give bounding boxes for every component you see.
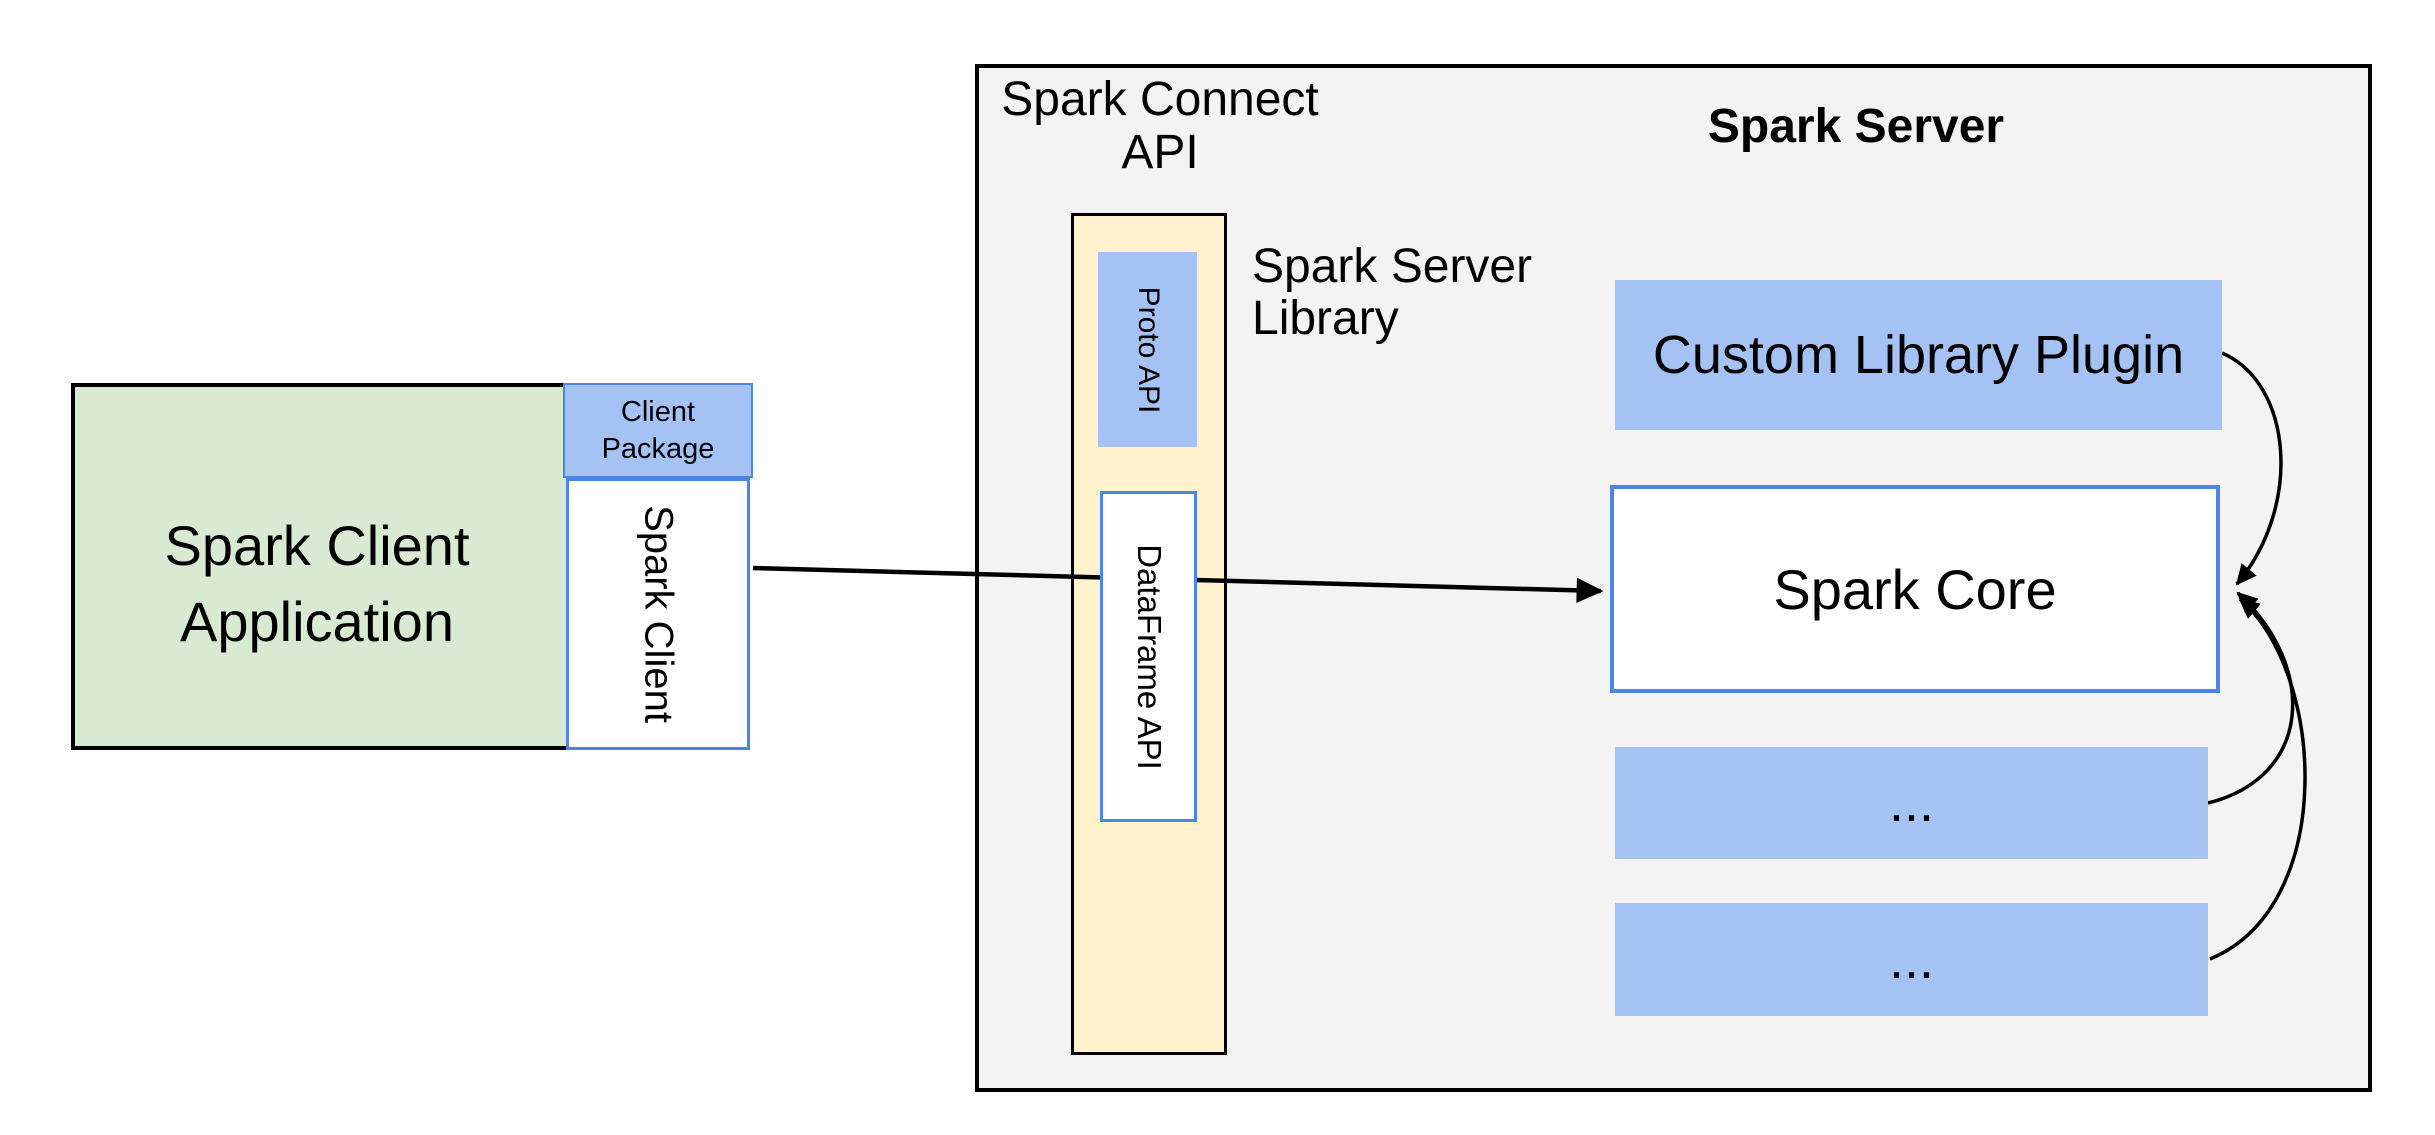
ellipsis-box-2: ... bbox=[1615, 903, 2208, 1016]
spark-connect-api-label-line2: API bbox=[1121, 126, 1199, 179]
ellipsis-box-1: ... bbox=[1615, 747, 2208, 859]
client-package-label-line2: Package bbox=[601, 432, 715, 465]
client-package-box: Client Package bbox=[563, 383, 753, 478]
spark-connect-api-label: Spark Connect API bbox=[910, 73, 1410, 179]
proto-api-box: Proto API bbox=[1098, 252, 1197, 447]
spark-client-application-label: Spark Client Application bbox=[71, 508, 563, 660]
client-package-label-line1: Client bbox=[620, 395, 696, 428]
dataframe-api-label: DataFrame API bbox=[1130, 543, 1168, 770]
spark-client-application-label-line1: Spark Client bbox=[164, 514, 470, 577]
custom-library-plugin-label: Custom Library Plugin bbox=[1652, 325, 2185, 385]
spark-client-label: Spark Client bbox=[636, 505, 681, 723]
spark-server-title: Spark Server bbox=[1707, 100, 2005, 153]
ellipsis-label-1: ... bbox=[1888, 773, 1934, 833]
dataframe-api-box: DataFrame API bbox=[1100, 491, 1197, 822]
spark-server-library-label-line2: Library bbox=[1252, 292, 1399, 345]
spark-server-library-label-line1: Spark Server bbox=[1252, 240, 1533, 293]
spark-client-box: Spark Client bbox=[566, 478, 750, 750]
spark-server-library-label: Spark Server Library bbox=[1252, 241, 1652, 345]
ellipsis-label-2: ... bbox=[1888, 929, 1934, 990]
custom-library-plugin-box: Custom Library Plugin bbox=[1615, 280, 2222, 430]
spark-core-box: Spark Core bbox=[1610, 485, 2220, 693]
spark-client-application-label-line2: Application bbox=[180, 590, 454, 653]
spark-connect-api-label-line1: Spark Connect bbox=[1001, 73, 1319, 126]
proto-api-label: Proto API bbox=[1131, 286, 1165, 413]
spark-client-application-box bbox=[71, 383, 597, 750]
spark-core-label: Spark Core bbox=[1773, 557, 2057, 621]
